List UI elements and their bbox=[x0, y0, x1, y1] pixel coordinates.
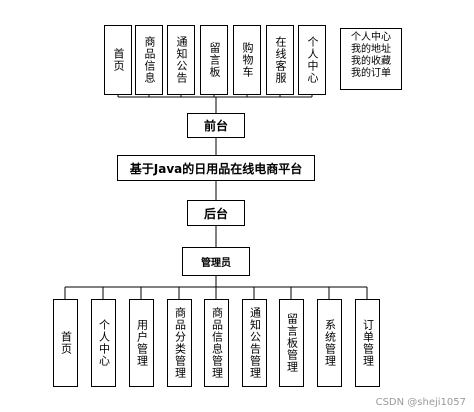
front-module-notice: 通知公告 bbox=[167, 25, 195, 95]
front-module-product-info: 商品信息 bbox=[135, 25, 163, 95]
back-module-category-management: 商品分类管理 bbox=[167, 299, 192, 387]
front-module-label: 商品信息 bbox=[143, 36, 156, 84]
back-module-label: 用户管理 bbox=[135, 319, 149, 367]
back-module-label: 商品信息管理 bbox=[210, 307, 224, 379]
back-module-label: 通知公告管理 bbox=[248, 307, 262, 379]
front-module-label: 通知公告 bbox=[175, 36, 188, 84]
front-module-label: 留言板 bbox=[208, 42, 221, 78]
front-module-personal-center: 个人中心 bbox=[298, 25, 326, 95]
back-module-label: 系统管理 bbox=[323, 319, 337, 367]
back-module-label: 订单管理 bbox=[361, 319, 375, 367]
front-module-message-board: 留言板 bbox=[200, 25, 228, 95]
front-module-online-service: 在线客服 bbox=[266, 25, 294, 95]
back-module-label: 个人中心 bbox=[97, 319, 111, 367]
platform-title: 基于Java的日用品在线电商平台 bbox=[129, 161, 303, 176]
personal-center-item: 我的订单 bbox=[351, 68, 391, 79]
back-module-system-management: 系统管理 bbox=[317, 299, 342, 387]
back-module-personal-center: 个人中心 bbox=[91, 299, 116, 387]
personal-center-item: 我的地址 bbox=[351, 44, 391, 55]
platform-node: 基于Java的日用品在线电商平台 bbox=[117, 155, 315, 181]
back-module-product-management: 商品信息管理 bbox=[204, 299, 229, 387]
front-node: 前台 bbox=[187, 113, 245, 138]
back-module-order-management: 订单管理 bbox=[355, 299, 380, 387]
watermark: CSDN @sheji1057 bbox=[375, 397, 466, 408]
front-module-label: 首页 bbox=[112, 48, 125, 72]
front-module-label: 购物车 bbox=[241, 42, 254, 78]
back-module-label: 首页 bbox=[59, 331, 73, 355]
back-module-message-board-management: 留言板管理 bbox=[279, 299, 304, 387]
personal-center-details: 个人中心 我的地址 我的收藏 我的订单 bbox=[340, 28, 402, 90]
front-module-label: 在线客服 bbox=[274, 36, 287, 84]
front-module-cart: 购物车 bbox=[233, 25, 261, 95]
back-module-label: 留言板管理 bbox=[285, 313, 299, 373]
back-module-notice-management: 通知公告管理 bbox=[242, 299, 267, 387]
back-node: 后台 bbox=[187, 200, 245, 226]
front-module-label: 个人中心 bbox=[306, 36, 319, 84]
front-node-label: 前台 bbox=[203, 119, 228, 133]
back-module-user-management: 用户管理 bbox=[129, 299, 154, 387]
personal-center-item: 个人中心 bbox=[351, 32, 391, 43]
back-module-home: 首页 bbox=[53, 299, 78, 387]
back-node-label: 后台 bbox=[203, 206, 228, 221]
admin-node-label: 管理员 bbox=[201, 258, 231, 269]
front-module-home: 首页 bbox=[104, 25, 132, 95]
personal-center-item: 我的收藏 bbox=[351, 56, 391, 67]
admin-node: 管理员 bbox=[182, 247, 250, 276]
back-module-label: 商品分类管理 bbox=[173, 307, 187, 379]
